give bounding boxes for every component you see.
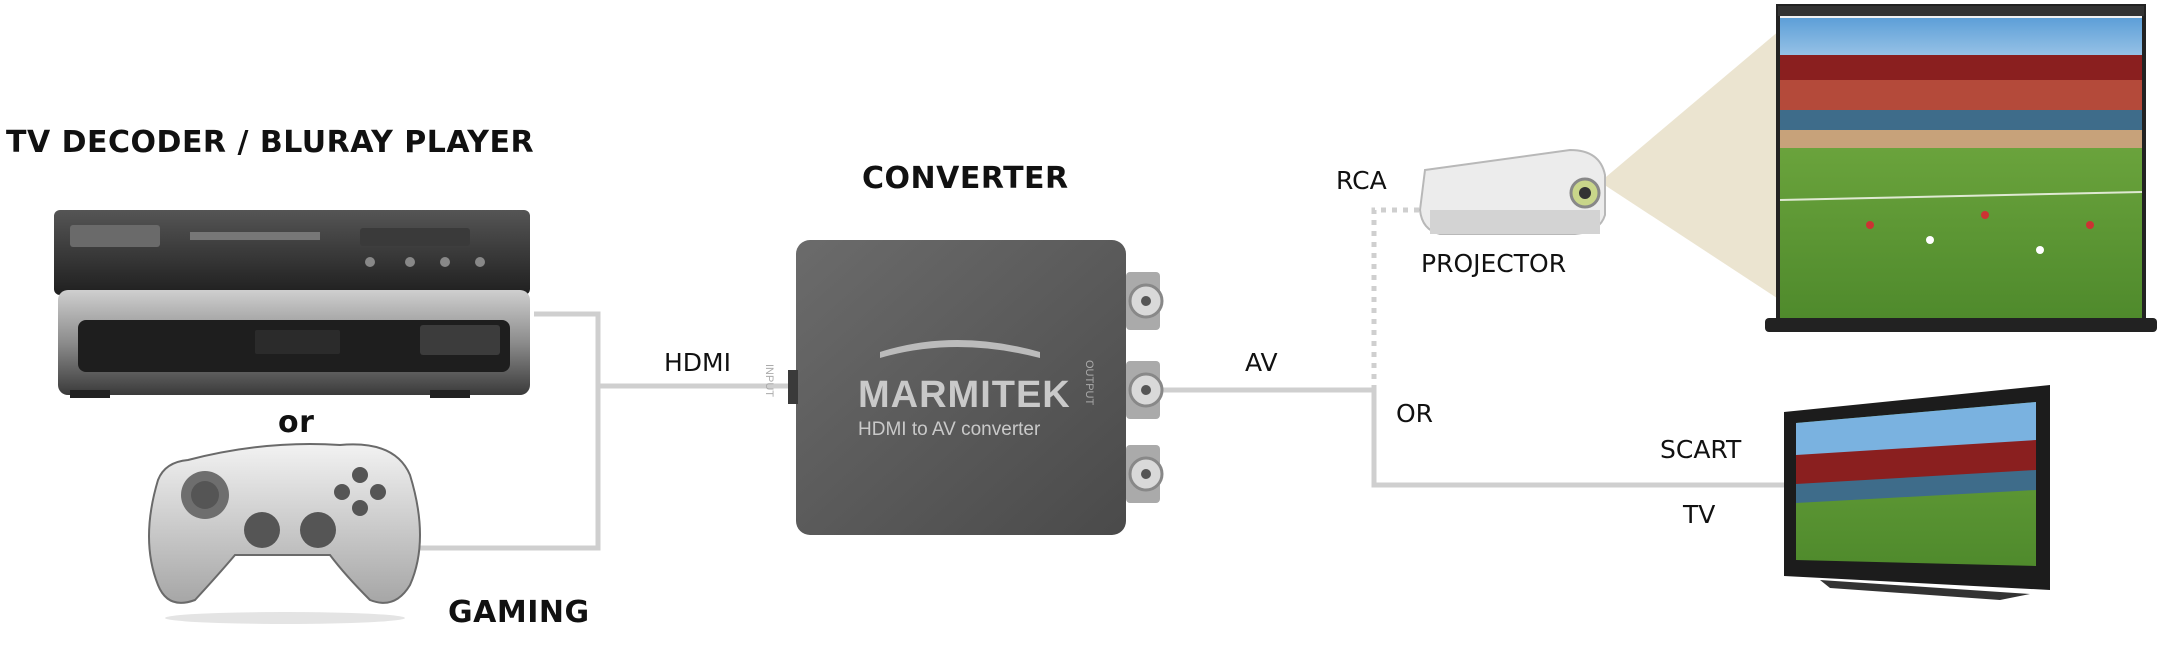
television: [1784, 385, 2050, 600]
tv-decoder: [58, 290, 530, 398]
label-rca: RCA: [1336, 166, 1387, 195]
converter-model-text: HDMI to AV converter: [858, 419, 1041, 440]
label-source-device: TV DECODER / BLURAY PLAYER: [6, 125, 535, 160]
converter-output-port-label: OUTPUT: [1083, 360, 1095, 406]
label-converter: CONVERTER: [862, 161, 1069, 196]
label-scart: SCART: [1660, 435, 1742, 464]
hdmi-cable-player: [534, 311, 796, 389]
label-tv: TV: [1683, 500, 1716, 529]
label-or-source: or: [278, 405, 315, 440]
label-or-output: OR: [1396, 399, 1434, 428]
av-cable: [1160, 387, 1790, 488]
gamepad: [148, 443, 421, 624]
converter-input-port-label: INPUT: [763, 364, 775, 397]
hdmi-cable-console: [418, 386, 601, 551]
label-av: AV: [1245, 348, 1278, 377]
bluray-player: [54, 210, 530, 295]
label-hdmi: HDMI: [664, 348, 731, 377]
label-projector: PROJECTOR: [1421, 249, 1567, 278]
label-gaming: GAMING: [448, 595, 590, 630]
projector: [1418, 30, 1780, 300]
projection-beam: [1600, 30, 1780, 300]
cables: [418, 207, 1790, 551]
projector-screen: [1765, 4, 2157, 332]
hdmi-to-av-converter: [788, 240, 1164, 535]
converter-brand-logo: MARMITEK: [858, 374, 1071, 416]
rca-cable-dotted: [1371, 207, 1440, 390]
